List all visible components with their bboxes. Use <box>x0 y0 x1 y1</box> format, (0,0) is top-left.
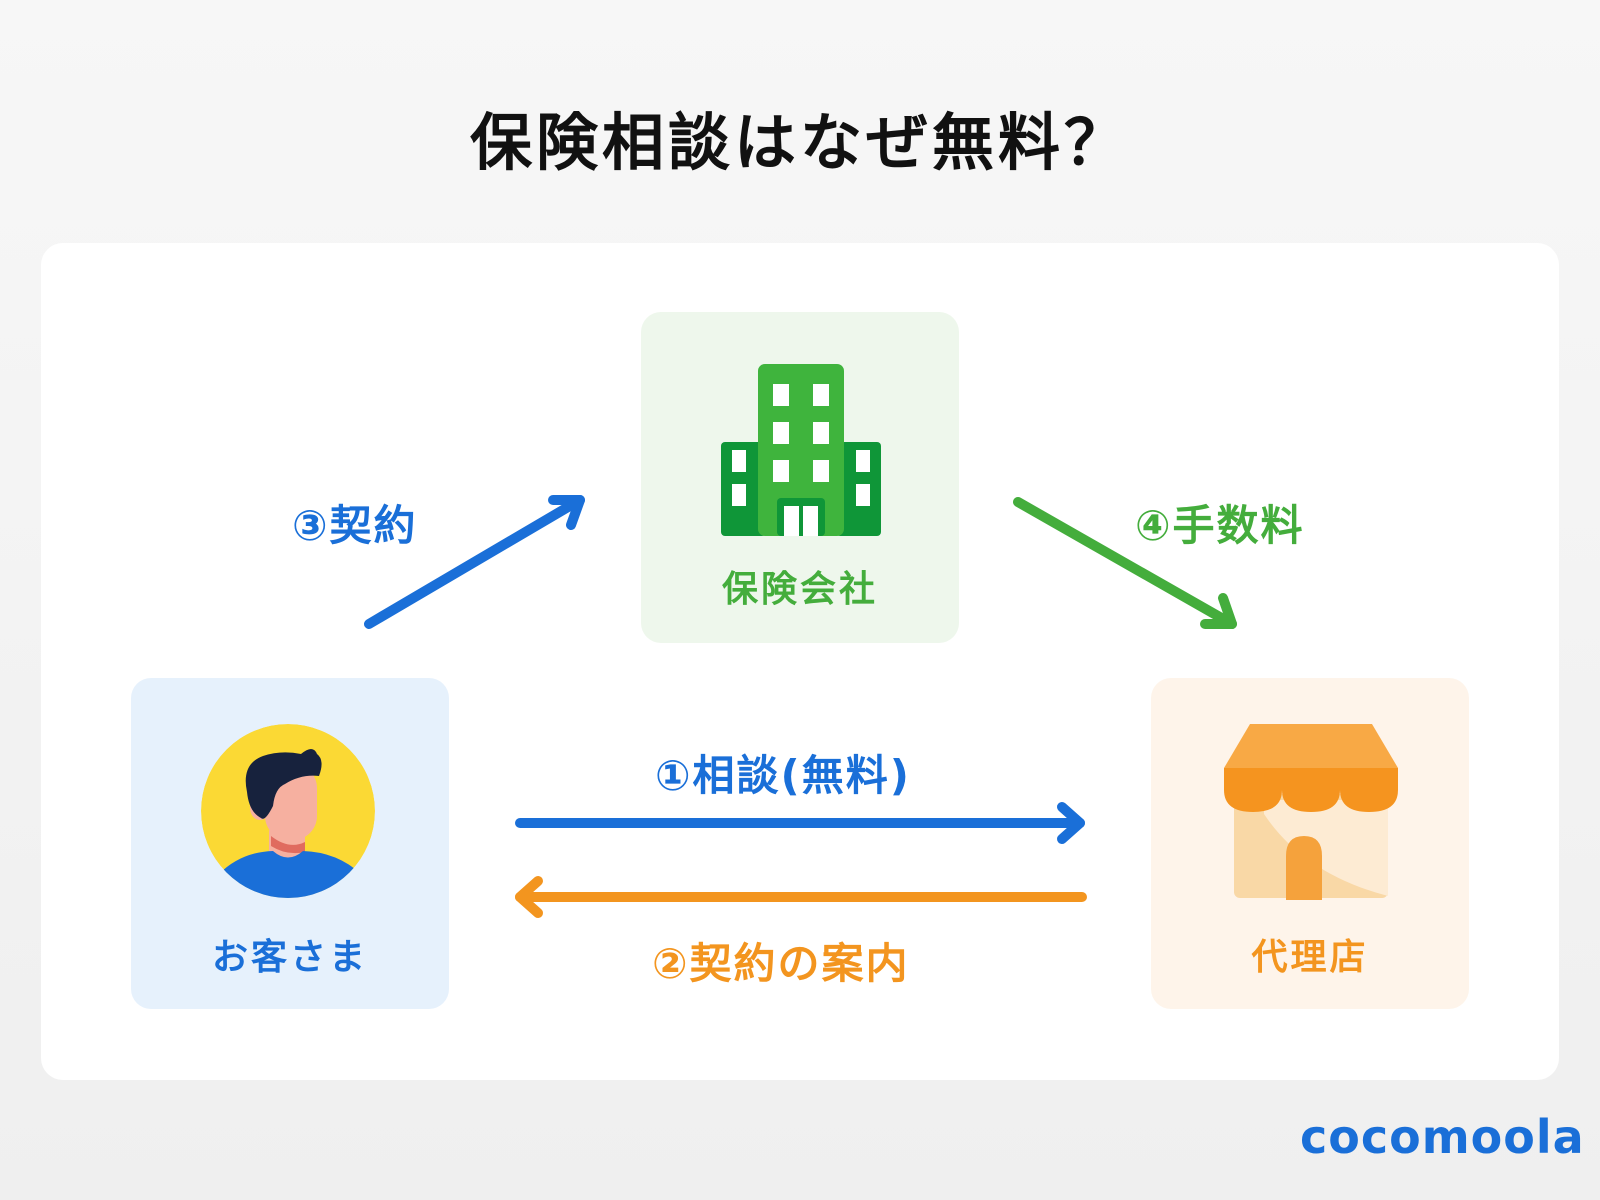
flow-label-commission: ④手数料 <box>1135 501 1305 550</box>
agency-label: 代理店 <box>1251 937 1369 978</box>
flow-label-consultation: ①相談(無料) <box>655 751 911 800</box>
office-building-icon <box>721 364 881 540</box>
brand-logo: cocomoola <box>1300 1110 1585 1164</box>
person-avatar-icon <box>201 724 375 902</box>
storefront-icon <box>1224 724 1398 904</box>
customer-label: お客さま <box>211 937 368 978</box>
node-agency: 代理店 <box>1151 678 1469 1009</box>
insurance-company-label: 保険会社 <box>721 569 878 610</box>
node-customer: お客さま <box>131 678 449 1009</box>
flow-label-contract-guidance: ②契約の案内 <box>652 939 910 988</box>
flow-label-contract: ③契約 <box>292 501 418 550</box>
node-insurance-company: 保険会社 <box>641 312 959 643</box>
page-title: 保険相談はなぜ無料？ <box>469 106 1130 179</box>
